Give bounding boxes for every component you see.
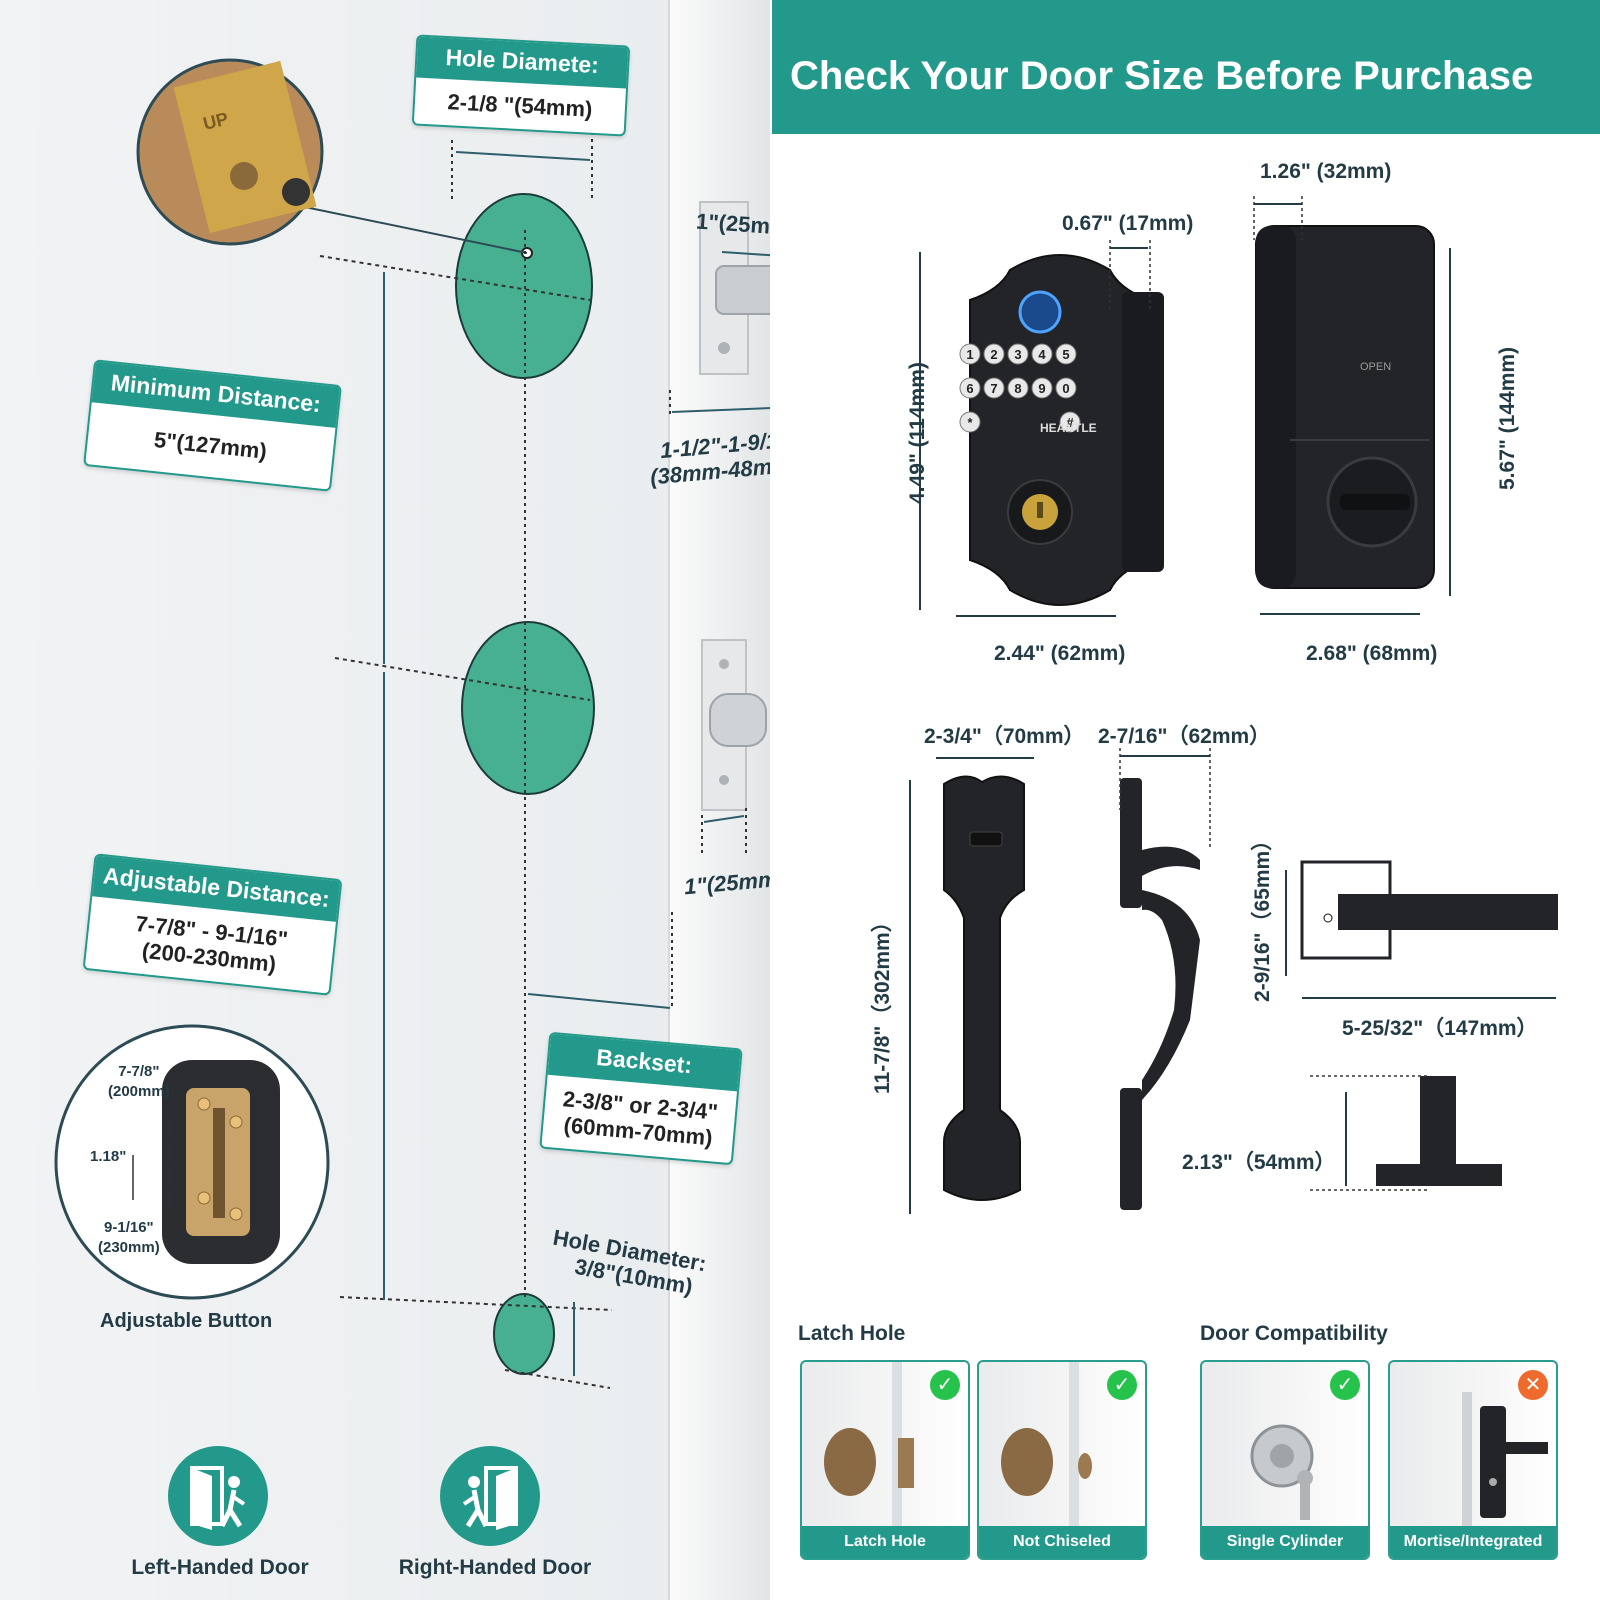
keypad-button-bg [1055,343,1077,365]
tile-label-single-cylinder: Single Cylinder [1202,1526,1368,1558]
backset-card: Backset: 2-3/8" or 2-3/4" (60mm-70mm) [539,1031,743,1166]
right-handed-door-label: Right-Handed Door [398,1556,592,1579]
keypad-key-6: 6 [966,381,973,396]
specs-panel [770,0,1600,1600]
lock-front-side [1122,292,1164,572]
back-depth-label: 1.26" (32mm) [1260,160,1392,183]
adjustable-button-label: Adjustable Button [100,1310,273,1332]
tile-label-mortise: Mortise/Integrated [1390,1526,1556,1558]
keypad-key-*: * [967,415,973,430]
brand-logo: HEANTLE [1040,421,1097,435]
top-center-line [319,255,591,301]
lever-projection-label: 2.13"（54mm） [1182,1151,1336,1174]
handle-side-bottom [1120,1088,1142,1210]
backset-arrow [527,993,671,1009]
adj-bottom-value: 9-1/16" [104,1219,154,1236]
page-title: Check Your Door Size Before Purchase [790,54,1534,98]
left-handed-door-label: Left-Handed Door [131,1556,309,1579]
handle-hole [461,621,595,795]
lever-length-label: 5-25/32"（147mm） [1342,1017,1538,1040]
back-height-label: 5.67" (144mm) [1496,346,1519,490]
handle-height-label: 11-7/8"（302mm） [871,911,894,1094]
keypad-button-bg [1031,377,1053,399]
keypad-button-bg [1007,343,1029,365]
small-hole-bottom-line [504,1369,611,1389]
lever-side-rose [1376,1164,1502,1186]
keypad-key-2: 2 [990,347,997,362]
handle-front [943,775,1025,1201]
lever-side-arm [1420,1076,1456,1164]
keypad-key-#: # [1066,415,1074,430]
front-height-label: 4.49" (114mm) [906,362,929,504]
adj-mid-value: 1.18" [90,1148,127,1165]
check-icon: ✓ [1330,1370,1360,1400]
keypad-key-8: 8 [1014,381,1021,396]
handle-side-grip [1142,890,1200,1100]
handle-diagram [909,748,1558,1214]
adj-bottom-metric: (230mm) [98,1239,160,1256]
tile-label-not-chiseled: Not Chiseled [979,1526,1145,1558]
lever-arm [1338,894,1558,930]
keypad-key-3: 3 [1014,347,1021,362]
back-width-label: 2.68" (68mm) [1306,642,1438,665]
adj-top-value: 7-7/8" [118,1063,160,1080]
keypad-key-5: 5 [1062,347,1069,362]
hole-diameter-card: Hole Diamete: 2-1/8 "(54mm) [411,34,631,137]
keypad-key-1: 1 [966,347,973,362]
mid-center-line [334,657,591,701]
door-drilling-diagram: UP [54,58,780,1389]
callout-line [299,205,528,254]
front-width-label: 2.44" (62mm) [994,642,1126,665]
header-band [772,0,1600,134]
keypad: 1 2 3 4 5 6 7 8 9 0 * # [959,343,1081,433]
handle-side-top [1120,778,1142,908]
compat-tile-single-cylinder: ✓ Single Cylinder [1200,1360,1370,1560]
keypad-button-bg [983,343,1005,365]
bottom-center-line [339,1296,613,1311]
door-thickness-arrow [671,407,772,413]
compat-tile-not-chiseled: ✓ Not Chiseled [977,1360,1147,1560]
latch-hole-title: Latch Hole [798,1322,906,1345]
battery-open-label: OPEN [1360,361,1391,373]
keypad-button-bg [1055,377,1077,399]
hole-diameter-value: 2-1/8 "(54mm) [446,89,593,122]
door-compatibility-title: Door Compatibility [1200,1322,1388,1345]
compat-tile-mortise: ✕ Mortise/Integrated [1388,1360,1558,1560]
hole-diameter-arrow [455,151,591,161]
keypad-key-4: 4 [1038,347,1046,362]
front-depth-label: 0.67" (17mm) [1062,212,1194,235]
thumb-turn-lever [1340,494,1410,510]
fingerprint-sensor [1018,290,1062,334]
tile-label-latch-hole: Latch Hole [802,1526,968,1558]
deadbolt-bolt [715,265,780,315]
handle-front-width-label: 2-3/4"（70mm） [924,725,1085,748]
right-handed-door-icon [440,1446,540,1546]
keypad-button-bg [1031,343,1053,365]
compat-tile-latch-hole: ✓ Latch Hole [800,1360,970,1560]
keypad-button-bg [959,377,981,399]
latch-screw [718,342,730,354]
keypad-key-9: 9 [1038,381,1045,396]
lock-diagram: 1 2 3 4 5 6 7 8 9 0 * # HEANTLE OPEN [919,196,1451,617]
keypad-button-bg [959,343,981,365]
keypad-button-bg [959,411,981,433]
handle-side-width-label: 2-7/16"（62mm） [1098,725,1271,748]
check-icon: ✓ [930,1370,960,1400]
keypad-key-0: 0 [1062,381,1069,396]
keypad-key-7: 7 [990,381,997,396]
lever-height-label: 2-9/16"（65mm） [1251,829,1274,1002]
keypad-button-bg [1059,411,1081,433]
left-handed-door-icon [168,1446,268,1546]
handle-latch-bolt [709,693,767,747]
keypad-button-bg [983,377,1005,399]
cross-icon: ✕ [1518,1370,1548,1400]
adj-top-metric: (200mm) [108,1083,170,1100]
check-icon: ✓ [1107,1370,1137,1400]
keypad-button-bg [1007,377,1029,399]
